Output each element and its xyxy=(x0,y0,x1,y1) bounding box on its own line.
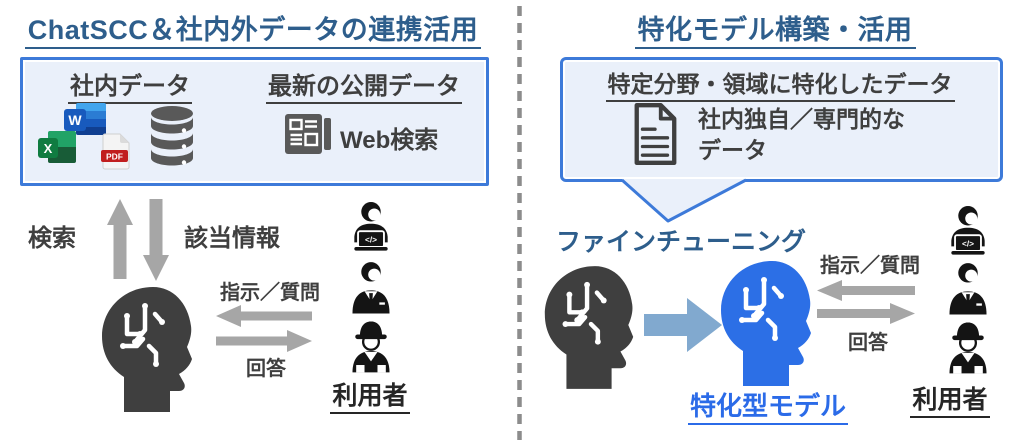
bubble-tail xyxy=(621,178,747,223)
word-letter: W xyxy=(68,112,82,128)
arrow-left-icon-right xyxy=(817,280,915,301)
laptop-code-glyph-right: </> xyxy=(962,238,974,248)
arrow-right-icon xyxy=(216,330,312,352)
left-instruction-label: 指示／質問 xyxy=(220,282,320,304)
specialized-data-bubble xyxy=(560,57,1003,182)
public-data-label: 最新の公開データ xyxy=(252,66,476,104)
bubble-body: 社内独自／専門的な データ xyxy=(698,104,905,166)
worker-user-icon xyxy=(352,321,390,373)
laptop-code-glyph: </> xyxy=(365,234,377,244)
right-panel-title: 特化モデル構築・活用 xyxy=(540,8,1010,49)
arrow-up-icon xyxy=(107,199,133,279)
pdf-label: PDF xyxy=(106,152,123,162)
left-answer-label: 回答 xyxy=(246,358,286,380)
left-users-label: 利用者 xyxy=(322,376,418,414)
web-search-label: Web検索 xyxy=(340,127,439,154)
internal-data-label: 社内データ xyxy=(40,66,220,104)
newspaper-icon xyxy=(285,114,331,154)
developer-user-icon: </> xyxy=(354,202,388,251)
document-icon xyxy=(634,102,677,166)
bubble-body-line1: 社内独自／専門的な xyxy=(698,106,905,132)
bubble-heading: 特定分野・領域に特化したデータ xyxy=(575,65,985,102)
ai-head-blue-icon xyxy=(721,261,811,386)
ai-head-dark-icon xyxy=(102,287,192,412)
specialized-model-label: 特化型モデル xyxy=(668,386,868,425)
panel-divider xyxy=(517,6,522,440)
arrow-right-icon-right xyxy=(817,303,915,324)
right-instruction-label: 指示／質問 xyxy=(820,255,920,277)
developer-user-icon-right: </> xyxy=(951,206,985,255)
ai-head-dark-icon-right xyxy=(544,266,634,389)
left-panel-title: ChatSCC＆社内外データの連携活用 xyxy=(10,8,496,49)
word-file-icon: W xyxy=(64,103,106,135)
left-panel-title-text: ChatSCC＆社内外データの連携活用 xyxy=(24,15,482,49)
matched-info-label: 該当情報 xyxy=(184,225,280,252)
excel-file-icon: X xyxy=(38,131,76,163)
right-panel-title-text: 特化モデル構築・活用 xyxy=(634,15,916,49)
business-user-icon xyxy=(352,262,390,314)
arrow-left-icon xyxy=(216,305,312,327)
finetuning-label: ファインチューニング xyxy=(555,228,806,256)
right-users-label: 利用者 xyxy=(902,380,998,418)
arrow-down-icon xyxy=(143,199,169,281)
excel-letter: X xyxy=(44,141,53,156)
database-icon xyxy=(151,106,193,166)
pdf-file-icon: PDF xyxy=(101,133,130,170)
right-answer-label: 回答 xyxy=(848,332,888,354)
search-label: 検索 xyxy=(28,225,76,252)
bubble-body-line2: データ xyxy=(698,137,767,163)
business-user-icon-right xyxy=(949,263,987,315)
worker-user-icon-right xyxy=(949,322,987,374)
transform-arrow-icon xyxy=(644,298,722,352)
